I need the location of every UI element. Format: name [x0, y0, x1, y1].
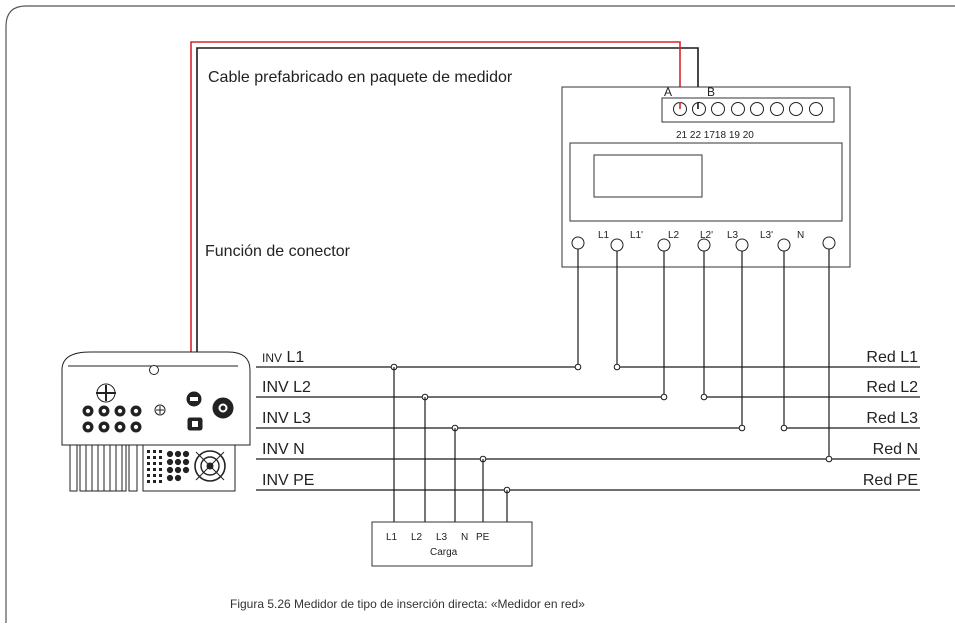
connector-label: Función de conector	[205, 243, 351, 260]
grid-side-lines	[617, 366, 920, 429]
meter-terminal-b: B	[707, 85, 715, 99]
figure-caption: Figura 5.26 Medidor de tipo de inserción…	[230, 597, 585, 611]
red-pe-label: Red PE	[863, 472, 918, 489]
load-terminal-n: N	[461, 532, 468, 543]
red-l1-label: Red L1	[866, 349, 918, 366]
black-comm-wire	[196, 47, 699, 398]
meter-label-l1: L1	[598, 230, 610, 241]
load-wires	[393, 367, 508, 522]
cooling-fins	[69, 444, 138, 492]
meter-terminal-numbers: 21 22 1718 19 20	[676, 130, 754, 141]
meter-label-l1p: L1'	[630, 230, 643, 241]
inverter-side-lines	[256, 366, 920, 491]
inv-n-label: INV N	[262, 441, 305, 458]
cable-label: Cable prefabricado en paquete de medidor	[208, 69, 513, 86]
meter-label-l3p: L3'	[760, 230, 773, 241]
dc-connectors	[82, 405, 142, 433]
load-terminal-l2: L2	[411, 532, 423, 543]
red-comm-wire	[190, 41, 681, 398]
grid-labels: Red L1 Red L2 Red L3 Red N Red PE	[863, 349, 918, 489]
meter-comm-terminals	[673, 102, 823, 116]
meter-label-l2p: L2'	[700, 230, 713, 241]
inv-l1-label: INV L1	[262, 349, 304, 366]
meter-display	[593, 154, 703, 198]
load-label: Carga	[430, 547, 458, 558]
meter-terminal-a: A	[664, 85, 672, 99]
red-l3-label: Red L3	[866, 410, 918, 427]
inv-l3-label: INV L3	[262, 410, 311, 427]
load-box: L1 L2 L3 N PE Carga	[371, 521, 533, 567]
red-l2-label: Red L2	[866, 379, 918, 396]
diagram-frame	[5, 5, 955, 623]
energy-meter: A B 21 22 1718 19 20 L1 L1' L2 L2' L3 L3…	[561, 85, 851, 268]
meter-label-n: N	[797, 230, 804, 241]
load-terminal-l3: L3	[436, 532, 448, 543]
meter-vertical-wires	[577, 249, 830, 459]
meter-label-l2: L2	[668, 230, 680, 241]
meter-power-terminals	[571, 236, 836, 252]
fan-grill	[147, 450, 162, 483]
status-led	[149, 365, 159, 375]
fan-buttons	[166, 450, 190, 482]
fin-lines	[85, 445, 123, 491]
inv-pe-label: INV PE	[262, 472, 314, 489]
red-n-label: Red N	[873, 441, 918, 458]
load-terminal-l1: L1	[386, 532, 398, 543]
load-terminal-pe: PE	[476, 532, 490, 543]
inv-labels: INV L1 INV L2 INV L3 INV N INV PE	[262, 349, 314, 489]
inv-l2-label: INV L2	[262, 379, 311, 396]
meter-label-l3: L3	[727, 230, 739, 241]
meter-terminal-block	[661, 97, 835, 123]
inverter-illustration	[61, 351, 251, 492]
